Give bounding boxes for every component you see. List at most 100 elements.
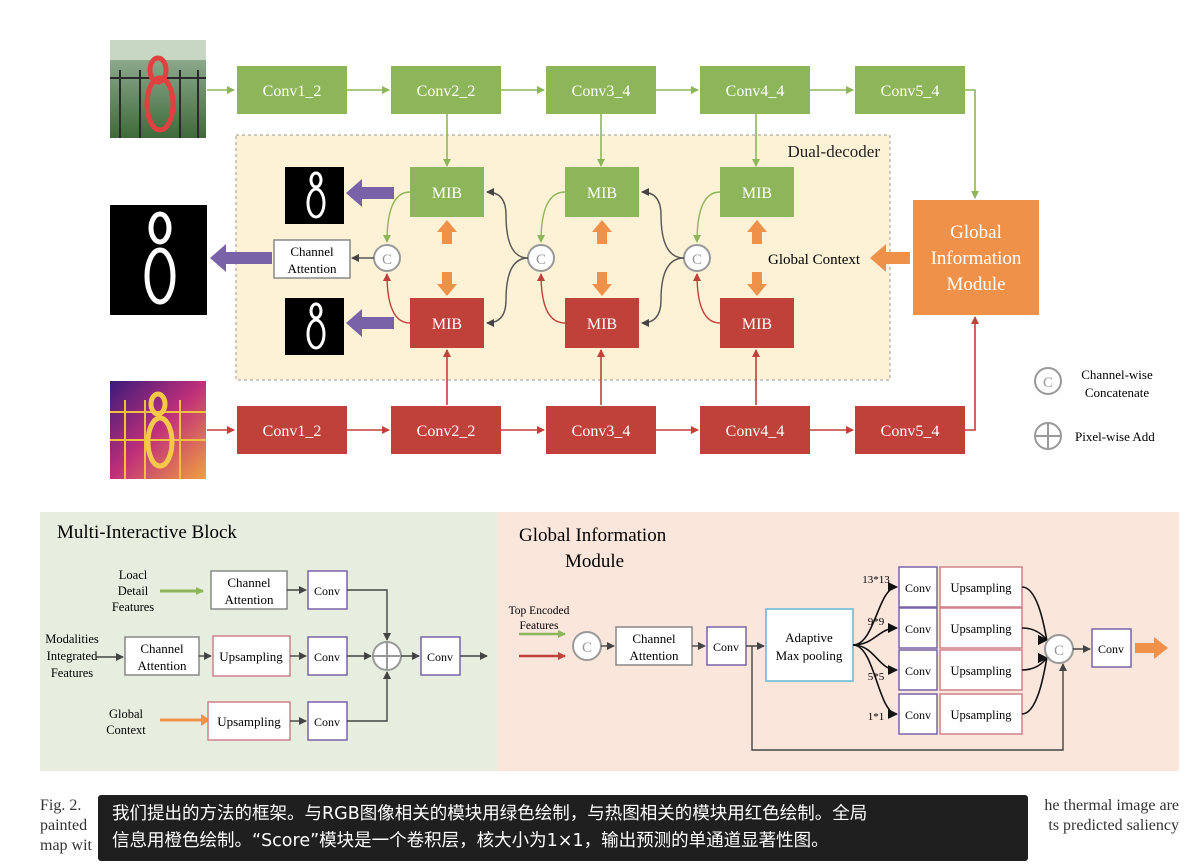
rgb-conv-label: Conv5_4 [881,83,940,100]
gim-input-label: Features [520,620,559,632]
thermal-conv-label: Conv1_2 [263,423,322,440]
svg-text:Module: Module [946,274,1005,295]
mib-conv-out: Conv [420,636,461,676]
svg-text:Conv: Conv [314,715,340,729]
rgb-conv-1: Conv1_2 [237,66,347,114]
mib-label: MIB [742,316,772,333]
gim-branch-upsampling [939,607,1023,649]
saliency-map-thermal [285,298,344,355]
gim-branch-upsampling-label: Upsampling [950,581,1012,595]
thermal-conv-1: Conv1_2 [237,406,347,454]
saliency-map-rgb [285,167,344,224]
gim-branch-upsampling [939,649,1023,691]
dual-decoder-label: Dual-decoder [787,142,880,161]
interaction-arrows [437,220,767,296]
gim-branch-upsampling-label: Upsampling [950,708,1012,722]
concat-symbol: C [382,252,392,268]
mib-label: MIB [432,185,462,202]
svg-text:Context: Context [106,723,146,737]
caption-line-2: painted [40,817,88,834]
gim-branch-upsampling-label: Upsampling [950,664,1012,678]
rgb-conv-4: Conv4_4 [700,66,810,114]
svg-text:Channel: Channel [290,244,334,259]
gim-branch-conv-label: Conv [905,622,931,636]
mib-upsampling-2: Upsampling [207,701,291,741]
gim-branch-conv [898,607,938,649]
gim-channel-attention: Channel Attention [615,626,693,666]
svg-text:Conv: Conv [1098,642,1124,656]
gim-conv-out: Conv [1091,628,1132,668]
mib-ca-1: Channel Attention [210,570,288,610]
svg-text:Conv: Conv [314,584,340,598]
gim-branch-conv-label: Conv [905,664,931,678]
saliency-map-final [110,205,207,315]
svg-text:C: C [1043,375,1053,391]
subtitle-line-2: 信息用橙色绘制。“Score”模块是一个卷积层，核大小为1×1，输出预测的单通道… [112,831,829,851]
svg-text:Upsampling: Upsampling [217,714,281,729]
rgb-input-image [110,40,206,138]
svg-text:C: C [582,640,592,656]
channel-attention-block: Channel Attention [273,239,351,279]
thermal-conv-label: Conv3_4 [572,423,631,440]
scale-label: 1*1 [868,711,885,723]
rgb-conv-3: Conv3_4 [546,66,656,114]
gim-branch-conv [898,649,938,691]
mib-label: MIB [587,316,617,333]
svg-text:Pixel-wise Add: Pixel-wise Add [1075,429,1155,444]
gim-branch-conv [898,566,938,608]
caption-line-3: map wit [40,837,92,854]
svg-text:Conv: Conv [427,650,453,664]
svg-text:Integrated: Integrated [47,649,98,663]
svg-text:Attention: Attention [137,658,187,673]
thermal-input-image [110,381,206,479]
global-context-label: Global Context [768,252,861,268]
caption-right-2: ts predicted saliency [1048,817,1179,834]
svg-text:Global: Global [109,707,144,721]
svg-text:Attention: Attention [287,261,337,276]
thermal-conv-label: Conv2_2 [417,423,476,440]
caption-right-1: he thermal image are [1044,797,1179,814]
svg-text:Global: Global [950,222,1002,243]
svg-text:Features: Features [51,666,93,680]
global-context-arrow [870,244,910,272]
mib-panel-title: Multi-Interactive Block [57,522,237,543]
rgb-conv-label: Conv2_2 [417,83,476,100]
svg-text:Conv: Conv [314,650,340,664]
mib-label: MIB [432,316,462,333]
svg-text:Channel: Channel [632,631,676,646]
svg-text:Attention: Attention [629,648,679,663]
mib-ca-2: Channel Attention [124,636,200,676]
translation-subtitle: 我们提出的方法的框架。与RGB图像相关的模块用绿色绘制，与热图相关的模块用红色绘… [98,795,1028,861]
rgb-conv-label: Conv3_4 [572,83,631,100]
scale-label: 9*9 [868,616,885,628]
mib-conv-2: Conv [307,636,348,676]
mib-rgb-3: MIB [720,167,794,217]
mib-thermal-1: MIB [410,298,484,348]
svg-text:Channel: Channel [140,641,184,656]
rgb-conv-5: Conv5_4 [855,66,965,114]
svg-text:Conv: Conv [713,640,739,654]
mib-label: MIB [742,185,772,202]
rgb-encoder-row: Conv1_2 Conv2_2 Conv3_4 Conv4_4 Conv5_4 [237,66,965,114]
gim-branch-conv [898,693,938,735]
mib-label: MIB [587,185,617,202]
svg-text:Features: Features [112,600,154,614]
mib-rgb-1: MIB [410,167,484,217]
mib-upsampling-1: Upsampling [212,635,291,677]
mib-conv-1: Conv [307,570,348,610]
global-information-module: Global Information Module [913,200,1039,315]
concat-symbol: C [692,252,702,268]
thermal-conv-4: Conv4_4 [700,406,810,454]
gim-branch-conv-label: Conv [905,581,931,595]
thermal-conv-label: Conv4_4 [726,423,785,440]
concat-legend-icon [1034,367,1062,395]
mib-thermal-3: MIB [720,298,794,348]
subtitle-line-1: 我们提出的方法的框架。与RGB图像相关的模块用绿色绘制，与热图相关的模块用红色绘… [112,804,868,824]
gim-branch-upsampling [939,693,1023,735]
gim-adaptive-pooling: Adaptive Max pooling [765,608,854,682]
